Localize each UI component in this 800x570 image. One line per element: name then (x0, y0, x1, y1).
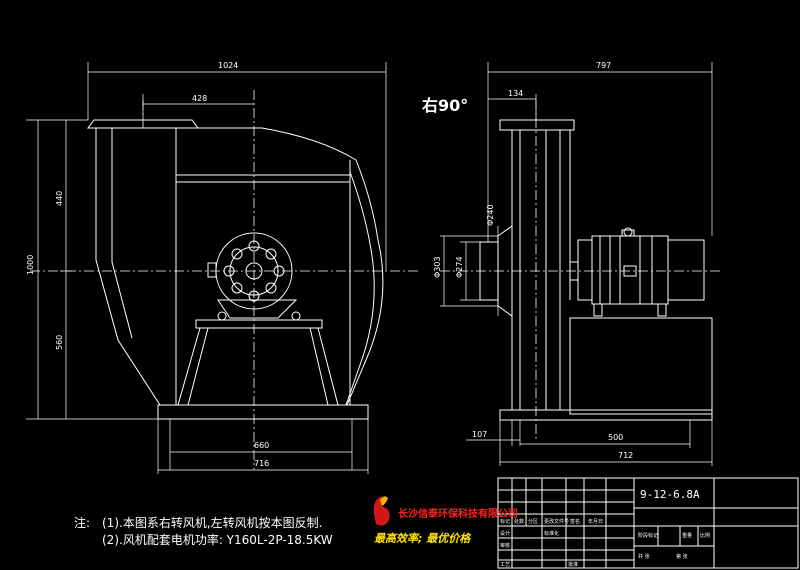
motor (569, 227, 705, 317)
support-table (195, 319, 323, 329)
tb-label: 标记 (500, 518, 510, 525)
motor-bracket (217, 299, 298, 319)
tb-label: 年月日 (588, 518, 603, 525)
dim-797: 797 (596, 61, 611, 70)
drawing-number: 9-12-6.8A (640, 488, 700, 501)
company-logo (373, 496, 390, 526)
title-block: 标记 处数 分区 更改文件号 签名 年月日 设计 标准化 阶段标记 重量 比例 … (497, 477, 799, 569)
rotation-label: 右90° (422, 96, 469, 115)
dim-712: 712 (618, 451, 633, 460)
tb-label: 批准 (568, 561, 578, 568)
tb-label: 共 张 (638, 553, 650, 560)
company-slogan: 最高效率; 最优价格 (374, 532, 471, 545)
tb-label: 比例 (700, 532, 710, 539)
dim-660: 660 (254, 441, 269, 450)
tb-label: 更改文件号 (544, 518, 569, 525)
front-view (30, 90, 420, 470)
notes-prefix: 注: (74, 516, 91, 530)
company-name: 长沙信泰环保科技有限公司 (398, 509, 518, 520)
side-view (440, 100, 720, 440)
tb-label: 审核 (500, 542, 510, 549)
dim-1000: 1000 (26, 255, 35, 275)
dim-134: 134 (508, 89, 523, 98)
tb-label: 分区 (528, 518, 538, 525)
dim-716: 716 (254, 459, 269, 468)
dim-428: 428 (192, 94, 207, 103)
tb-label: 阶段标记 (638, 532, 658, 539)
dim-500: 500 (608, 433, 623, 442)
tb-label: 工艺 (500, 562, 510, 568)
front-dimensions: 1024 428 1000 440 560 660 716 (26, 61, 387, 474)
side-outlet-flange (499, 119, 575, 131)
dim-1024: 1024 (218, 61, 238, 70)
side-base (499, 409, 713, 421)
tb-label: 设计 (500, 530, 510, 537)
fan-casing (95, 127, 384, 406)
dim-phi303: Φ303 (433, 256, 442, 278)
tb-label: 重量 (682, 532, 692, 539)
note-line-2: (2).风机配套电机功率: Y160L-2P-18.5KW (102, 533, 333, 547)
note-line-1: (1).本图系右转风机,左转风机按本图反制. (102, 516, 323, 530)
motor-pedestal (569, 317, 713, 415)
fan-base (157, 404, 369, 420)
tb-label: 处数 (514, 518, 524, 525)
dim-560: 560 (55, 335, 64, 350)
tb-label: 签名 (570, 518, 580, 525)
tb-label: 标准化 (544, 530, 559, 537)
dim-phi274: Φ274 (455, 256, 464, 278)
dim-107: 107 (472, 430, 487, 439)
dim-phi240: Φ240 (486, 204, 495, 226)
dim-440: 440 (55, 191, 64, 206)
side-dimensions: 797 134 Φ240 Φ303 Φ274 107 500 712 (433, 61, 713, 466)
tb-label: 第 张 (676, 553, 688, 560)
